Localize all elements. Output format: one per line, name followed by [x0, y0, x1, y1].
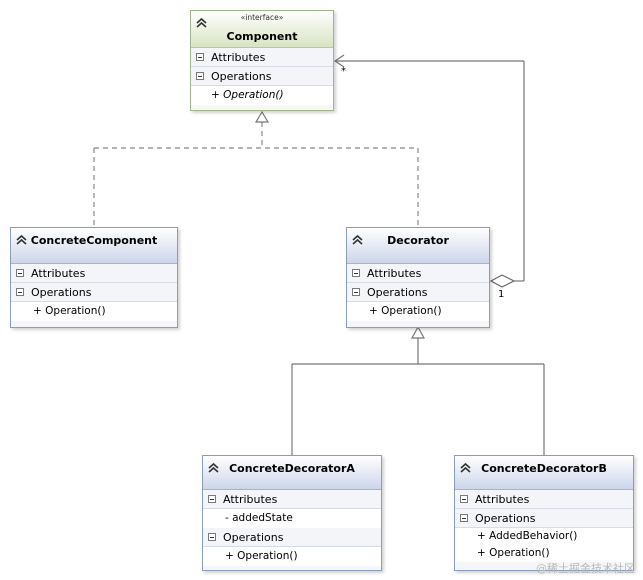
aggregation-diamond — [489, 274, 516, 288]
operations-section[interactable]: Operations — [11, 283, 177, 302]
attribute-item: - addedState — [203, 509, 381, 528]
attributes-section[interactable]: Attributes — [455, 490, 633, 509]
collapse-minus-icon[interactable] — [460, 495, 468, 503]
generalization-connector — [291, 338, 545, 455]
class-header[interactable]: Decorator — [347, 228, 489, 264]
collapse-minus-icon[interactable] — [352, 269, 360, 277]
aggregation-connector — [333, 54, 525, 282]
collapse-minus-icon[interactable] — [196, 53, 204, 61]
class-name: ConcreteDecoratorB — [481, 462, 607, 475]
realization-arrowhead — [254, 110, 270, 123]
operations-section[interactable]: Operations — [347, 283, 489, 302]
attributes-section[interactable]: Attributes — [11, 264, 177, 283]
collapse-minus-icon[interactable] — [196, 72, 204, 80]
collapse-chevron-icon[interactable] — [15, 233, 28, 246]
operations-section[interactable]: Operations — [203, 528, 381, 547]
operations-section[interactable]: Operations — [455, 509, 633, 528]
collapse-minus-icon[interactable] — [460, 514, 468, 522]
watermark: @稀土掘金技术社区 — [536, 562, 635, 575]
realization-connector — [93, 122, 419, 227]
collapse-chevron-icon[interactable] — [207, 461, 220, 474]
attributes-section[interactable]: Attributes — [203, 490, 381, 509]
collapse-chevron-icon[interactable] — [459, 461, 472, 474]
class-name: ConcreteDecoratorA — [229, 462, 355, 475]
operation-item: + Operation() — [203, 547, 381, 566]
operation-item: + AddedBehavior() — [455, 528, 633, 545]
collapse-chevron-icon[interactable] — [195, 16, 208, 29]
class-concrete-decorator-a[interactable]: ConcreteDecoratorA Attributes - addedSta… — [202, 455, 382, 571]
operation-item: + Operation() — [347, 302, 489, 321]
multiplicity-one: 1 — [498, 289, 505, 300]
attributes-section[interactable]: Attributes — [347, 264, 489, 283]
class-header[interactable]: ConcreteComponent — [11, 228, 177, 264]
class-concrete-decorator-b[interactable]: ConcreteDecoratorB Attributes Operations… — [454, 455, 634, 571]
class-name: ConcreteComponent — [30, 234, 158, 247]
class-name: Decorator — [387, 234, 449, 247]
collapse-minus-icon[interactable] — [16, 269, 24, 277]
class-header[interactable]: ConcreteDecoratorA — [203, 456, 381, 490]
class-name: Component — [226, 30, 298, 43]
class-header[interactable]: ConcreteDecoratorB — [455, 456, 633, 490]
class-decorator[interactable]: Decorator Attributes Operations + Operat… — [346, 227, 490, 328]
generalization-arrowhead — [410, 325, 426, 339]
stereotype-label: «interface» — [240, 13, 284, 22]
collapse-minus-icon[interactable] — [208, 495, 216, 503]
class-concrete-component[interactable]: ConcreteComponent Attributes Operations … — [10, 227, 178, 328]
collapse-minus-icon[interactable] — [16, 288, 24, 296]
collapse-minus-icon[interactable] — [352, 288, 360, 296]
operation-item: + Operation() — [11, 302, 177, 321]
collapse-minus-icon[interactable] — [208, 533, 216, 541]
class-header[interactable]: «interface» Component — [191, 11, 333, 48]
multiplicity-many: * — [341, 66, 346, 77]
operation-item: + Operation() — [455, 545, 633, 562]
operation-item: + Operation() — [191, 86, 333, 105]
operations-section[interactable]: Operations — [191, 67, 333, 86]
class-component[interactable]: «interface» Component Attributes Operati… — [190, 10, 334, 111]
attributes-section[interactable]: Attributes — [191, 48, 333, 67]
collapse-chevron-icon[interactable] — [351, 233, 364, 246]
